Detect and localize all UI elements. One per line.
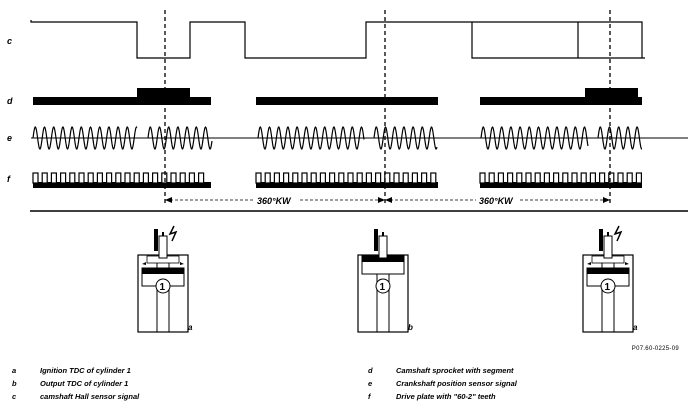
angle-label-1: 360°KW xyxy=(257,196,292,206)
cylinder-number: 1 xyxy=(160,282,166,293)
hall-sensor-waveform xyxy=(30,20,645,59)
position-letter-b: b xyxy=(408,323,413,332)
cylinder-number: 1 xyxy=(605,282,611,293)
angle-label-2: 360°KW xyxy=(479,196,514,206)
sprocket-segment-band xyxy=(33,88,642,105)
cylinder-ignition-a-left: 1 a xyxy=(137,225,193,333)
cylinder-ignition-a-right: 1 a xyxy=(582,225,638,333)
drive-plate-teeth xyxy=(32,172,643,188)
angle-dimension xyxy=(165,197,610,203)
timing-diagram: c d e f 360°KW 360°KW xyxy=(7,10,688,333)
row-label-c: c xyxy=(7,36,12,46)
row-label-d: d xyxy=(7,96,13,106)
cylinder-output-b: 1 b xyxy=(357,229,413,333)
row-label-e: e xyxy=(7,133,12,143)
cylinder-number: 1 xyxy=(380,282,386,293)
position-letter-a: a xyxy=(633,323,638,332)
tdc-markers xyxy=(164,10,611,206)
figure-code: P07.60-0225-09 xyxy=(631,346,679,352)
row-label-f: f xyxy=(7,174,11,184)
crankshaft-signal xyxy=(31,126,688,150)
position-letter-a: a xyxy=(188,323,193,332)
